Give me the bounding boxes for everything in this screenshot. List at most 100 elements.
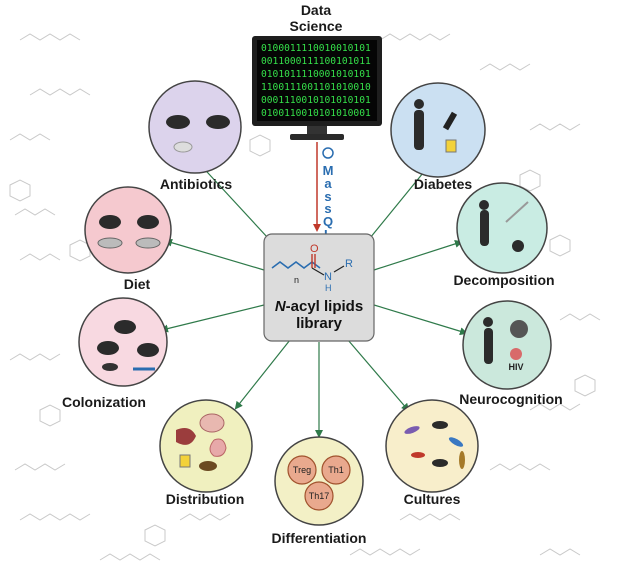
binary-line: 0100011110010010101 [261,43,371,54]
arrow-decomposition [373,240,463,271]
binary-line: 0101011110001010101 [261,69,371,80]
cell-label-th1: Th1 [328,465,344,475]
massql-letter: a [324,176,332,191]
node-circle [159,399,253,493]
node-neurocognition: HIV Neurocognition [459,300,563,407]
arrow-neurocognition [373,304,468,336]
cell-icon [287,455,317,485]
liver-icon [176,428,196,445]
bacteria-icon [411,452,425,458]
node-cultures: Cultures [385,399,479,507]
bacteria-icon [432,421,448,429]
bacteria-icon [448,437,464,447]
human-head-icon [479,200,489,210]
label-decomposition: Decomposition [453,272,554,288]
node-distribution: Distribution [159,399,253,507]
mouse-icon [99,215,121,229]
massql-logo: M a s s Q L [322,147,334,242]
label-distribution: Distribution [166,491,245,507]
brain-head-icon [510,320,528,338]
node-circle [385,399,479,493]
node-circle [78,297,168,387]
arrow-colonization [160,304,265,333]
arrow-diet [164,238,265,271]
binary-line: 0001110010101010101 [261,95,371,106]
label-differentiation: Differentiation [272,530,367,546]
intestine-icon [209,438,227,457]
node-circle [462,300,552,390]
massql-letter: s [324,189,331,204]
human-icon [484,328,493,364]
bacteria-icon [459,451,465,469]
node-antibiotics: Antibiotics [148,80,242,192]
node-circle [274,436,364,526]
binary-line: 0011000111100101011 [261,56,371,67]
struct-n-subscript: n [294,275,299,285]
virus-icon [510,348,522,360]
library-title-line2: library [296,315,343,332]
binary-line: 1100111001101010010 [261,82,371,93]
node-diet: Diet [84,186,172,292]
struct-oxygen: O [310,243,319,255]
node-circle [148,80,242,174]
bacteria-icon [404,426,420,434]
library-title-line1: N-acyl lipids [275,298,363,315]
stool-icon [199,461,217,471]
node-diabetes: Diabetes [390,82,486,192]
struct-nitrogen: N [324,271,332,283]
arrow-distribution [234,339,291,410]
bacteria-icon [102,363,118,371]
pen-injector-icon [442,111,458,131]
food-bowl-icon [97,237,123,249]
header-line2: Science [290,18,343,34]
label-cultures: Cultures [404,491,461,507]
cell-label-treg: Treg [293,465,311,475]
arrow-antibiotics [194,158,269,239]
mouse-icon [137,215,159,229]
arrow-cultures [347,339,410,412]
mouse-icon [206,115,230,129]
human-icon [480,210,489,246]
background-chemistry [9,33,601,561]
struct-hydrogen: H [325,283,332,293]
human-head-icon [414,99,424,109]
cell-label-th17: Th17 [309,491,330,501]
header-line1: Data [301,2,332,18]
node-colonization: Colonization [62,297,168,410]
swab-icon [505,201,529,223]
mascot-icon [322,147,334,159]
massql-letter: s [324,201,331,216]
human-icon [414,110,424,150]
massql-letter: Q [323,214,333,229]
cell-icon [304,481,334,511]
binary-line: 0100110010101010001 [261,108,371,119]
node-circle [390,82,486,178]
skull-icon [512,240,524,252]
pill-icon [173,141,193,153]
node-circle [456,182,548,274]
label-neurocognition: Neurocognition [459,391,562,407]
hiv-label: HIV [508,362,523,372]
mouse-icon [97,341,119,355]
urine-cup-icon [445,139,457,153]
food-bowl-icon [135,237,161,249]
human-head-icon [483,317,493,327]
label-diet: Diet [124,276,151,292]
urine-cup-icon [179,454,191,468]
struct-r-group: R [345,258,353,270]
label-diabetes: Diabetes [414,176,473,192]
node-differentiation: Treg Th1 Th17 Differentiation [272,436,367,546]
massql-letter: M [323,163,334,178]
nacyl-library-box: O N H R n N-acyl lipids library [263,233,375,342]
node-circle [84,186,172,274]
node-decomposition: Decomposition [453,182,555,288]
mouse-icon [166,115,190,129]
monitor: 0100011110010010101 0011000111100101011 … [252,36,382,140]
label-antibiotics: Antibiotics [160,176,233,192]
brain-icon [199,413,225,433]
bacteria-icon [432,459,448,467]
label-colonization: Colonization [62,394,146,410]
mouse-icon [137,343,159,357]
